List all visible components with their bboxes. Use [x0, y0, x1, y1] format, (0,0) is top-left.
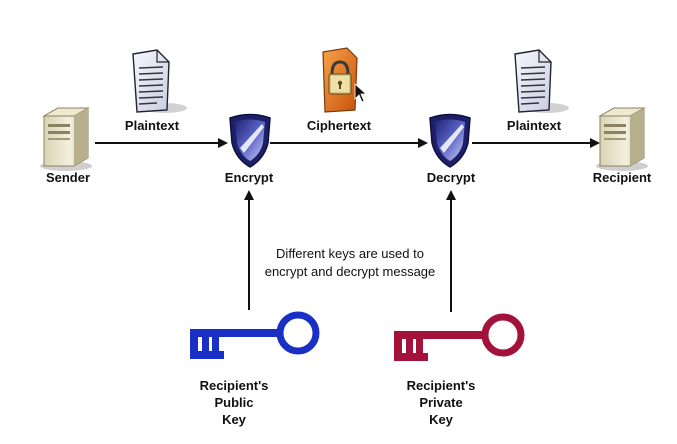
private-key-label-line-3: Key: [429, 412, 453, 427]
private-key-icon: [394, 313, 525, 361]
public-key-label: Recipient's Public Key: [200, 377, 269, 428]
encrypt-label: Encrypt: [224, 170, 274, 185]
mouse-cursor-icon: [354, 83, 368, 103]
plaintext-label-right: Plaintext: [506, 118, 562, 133]
note-line-1: Different keys are used to: [276, 246, 424, 261]
sender-server-icon: [40, 107, 92, 171]
lock-document-icon: [322, 47, 358, 113]
private-key-label-line-2: Private: [419, 395, 463, 410]
public-key-label-line-1: Recipient's: [199, 378, 269, 393]
plaintext-document-icon: [132, 49, 187, 113]
recipient-server-icon: [596, 107, 648, 171]
note-line-2: encrypt and decrypt message: [264, 264, 436, 279]
public-key-label-line-2: Public: [214, 395, 254, 410]
decrypt-shield-icon: [429, 113, 471, 168]
private-key-label: Recipient's Private Key: [407, 377, 476, 428]
plaintext-document-icon-right: [514, 49, 569, 113]
private-key-label-line-1: Recipient's: [406, 378, 476, 393]
sender-label: Sender: [45, 170, 91, 185]
recipient-label: Recipient: [592, 170, 652, 185]
different-keys-note: Different keys are used to encrypt and d…: [260, 245, 440, 281]
encrypt-shield-icon: [229, 113, 271, 168]
public-key-label-line-3: Key: [222, 412, 246, 427]
plaintext-label-left: Plaintext: [124, 118, 180, 133]
ciphertext-label: Ciphertext: [306, 118, 372, 133]
public-key-icon: [190, 311, 320, 359]
decrypt-label: Decrypt: [426, 170, 476, 185]
